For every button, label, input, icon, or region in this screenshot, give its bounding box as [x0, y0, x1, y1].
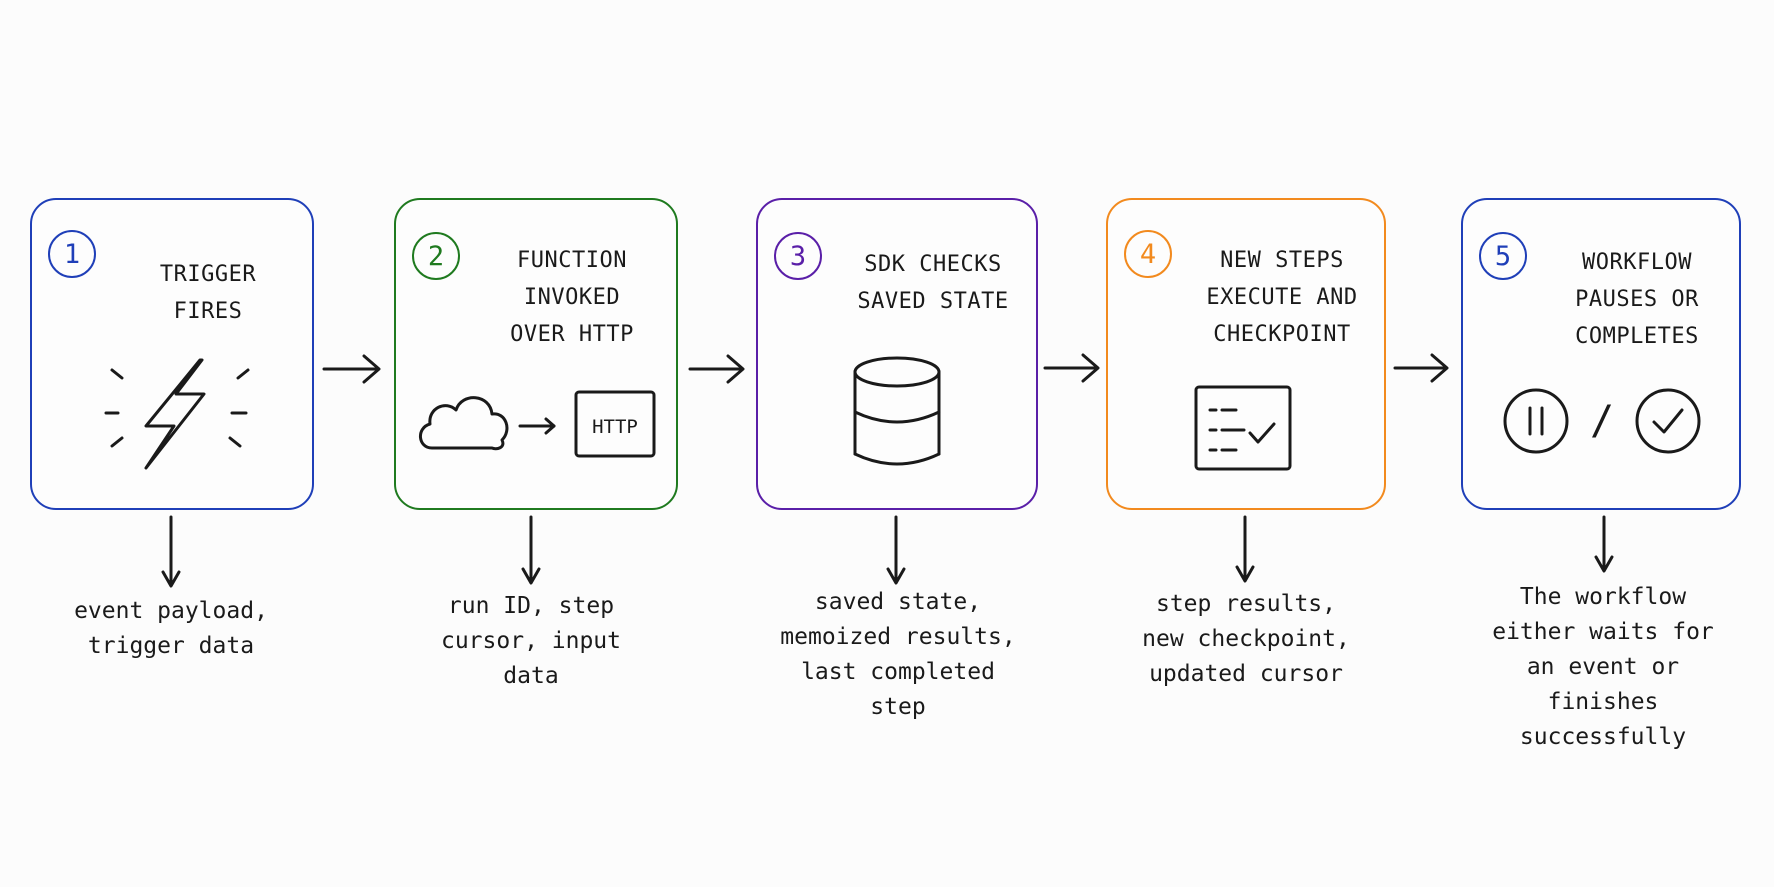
step-title: FUNCTION INVOKED OVER HTTP: [510, 248, 634, 347]
down-arrow-1: [161, 515, 181, 588]
step-title: TRIGGER FIRES: [159, 262, 257, 324]
step-number-badge: 1: [48, 230, 96, 278]
checklist-icon: [1194, 385, 1292, 471]
or-separator: /: [1590, 398, 1614, 444]
down-arrow-4: [1235, 515, 1255, 583]
database-icon: [853, 356, 941, 466]
step-number-badge: 3: [774, 232, 822, 280]
down-arrow-5: [1594, 515, 1614, 573]
step-number-badge: 2: [412, 232, 460, 280]
step-card-4: 4 NEW STEPS EXECUTE AND CHECKPOINT: [1106, 198, 1386, 510]
step-title: SDK CHECKS SAVED STATE: [857, 252, 1009, 314]
arrow-2-to-3: [688, 354, 745, 384]
step-caption-2: run ID, step cursor, input data: [440, 593, 621, 689]
down-arrow-2: [521, 515, 541, 585]
step-card-5: 5 WORKFLOW PAUSES OR COMPLETES /: [1461, 198, 1741, 510]
step-title: NEW STEPS EXECUTE AND CHECKPOINT: [1206, 248, 1358, 347]
arrow-4-to-5: [1393, 353, 1449, 383]
http-label: HTTP: [592, 416, 638, 438]
step-card-2: 2 FUNCTION INVOKED OVER HTTP HTTP: [394, 198, 678, 510]
lightning-bolt-icon: [104, 358, 250, 470]
step-caption-5: The workflow either waits for an event o…: [1492, 584, 1714, 750]
arrow-1-to-2: [322, 354, 381, 384]
cloud-icon: [419, 396, 509, 451]
check-circle-icon: [1635, 388, 1701, 454]
step-number-badge: 4: [1124, 230, 1172, 278]
pause-or-check-icon: /: [1503, 388, 1701, 454]
step-caption-3: saved state, memoized results, last comp…: [780, 589, 1016, 720]
pause-icon: [1503, 388, 1569, 454]
step-caption-1: event payload, trigger data: [74, 598, 268, 659]
down-arrow-3: [886, 515, 906, 585]
step-caption-4: step results, new checkpoint, updated cu…: [1142, 591, 1350, 687]
step-card-3: 3 SDK CHECKS SAVED STATE: [756, 198, 1038, 510]
step-card-1: 1 TRIGGER FIRES: [30, 198, 314, 510]
cloud-to-http-icon: HTTP: [419, 390, 656, 458]
arrow-3-to-4: [1043, 353, 1100, 383]
step-number-badge: 5: [1479, 232, 1527, 280]
step-title: WORKFLOW PAUSES OR COMPLETES: [1575, 250, 1699, 349]
